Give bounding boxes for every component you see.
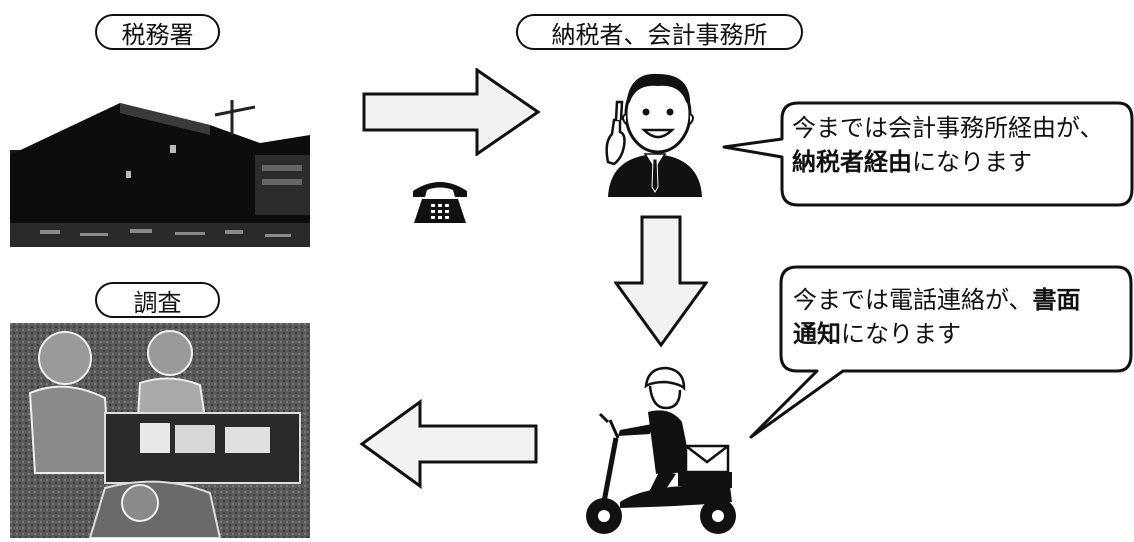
label-taxpayer-accountant: 納税者、会計事務所 xyxy=(516,14,803,50)
speech-bubble-top xyxy=(722,101,1134,207)
label-investigation-text: 調査 xyxy=(133,288,182,317)
scooter-courier-icon xyxy=(586,366,736,534)
arrow-down xyxy=(614,215,708,347)
tax-office-photo xyxy=(10,95,310,247)
bubble-top-line2-rest: になります xyxy=(912,148,1032,176)
bubble-top-line1-text: 今までは会計事務所経由が、 xyxy=(792,114,1104,142)
label-investigation: 調査 xyxy=(95,282,220,318)
arrow-right xyxy=(362,68,541,156)
label-tax-office-text: 税務署 xyxy=(121,20,194,49)
bubble-top-line2-bold: 納税者経由 xyxy=(792,148,912,176)
label-taxpayer-accountant-text: 納税者、会計事務所 xyxy=(551,20,768,49)
bubble-top-line1: 今までは会計事務所経由が、 xyxy=(792,111,1104,145)
bubble-top-line2: 納税者経由になります xyxy=(792,145,1032,179)
bubble-bottom-line1-normal: 今までは電話連絡が、 xyxy=(793,286,1033,314)
phone-icon xyxy=(413,182,467,223)
arrow-left xyxy=(359,399,538,489)
bubble-bottom-line2-rest: になります xyxy=(841,320,961,348)
speech-bubble-bottom xyxy=(749,265,1133,439)
label-tax-office: 税務署 xyxy=(95,14,220,50)
bubble-bottom-line1-bold: 書面 xyxy=(1032,286,1081,314)
businessman-icon xyxy=(605,73,702,197)
bubble-bottom-line2: 通知になります xyxy=(793,317,961,351)
bubble-bottom-line1: 今までは電話連絡が、書面 xyxy=(793,283,1081,317)
investigation-photo xyxy=(10,323,310,538)
bubble-bottom-line2-bold: 通知 xyxy=(793,320,841,348)
